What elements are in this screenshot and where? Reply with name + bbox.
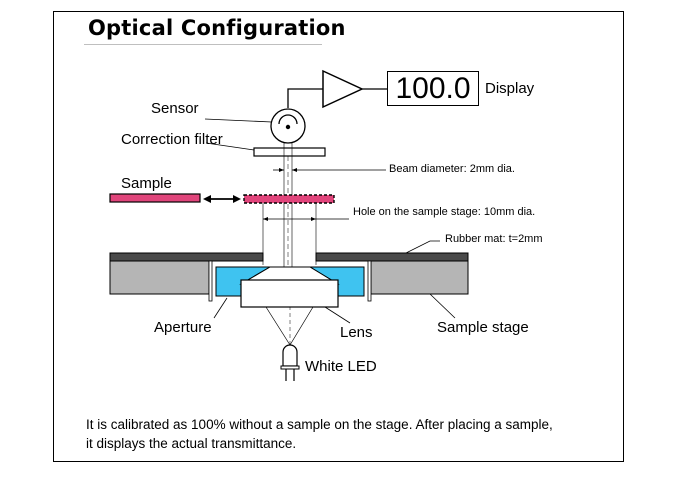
display-readout: 100.0 <box>387 71 479 106</box>
sensor-arc <box>278 114 298 125</box>
hole-label: Hole on the sample stage: 10mm dia. <box>353 206 536 218</box>
sensor-label: Sensor <box>151 100 199 117</box>
sample-stage-right <box>370 260 469 295</box>
sample-stage-label: Sample stage <box>437 319 529 336</box>
aperture-label: Aperture <box>154 319 212 336</box>
sample-label: Sample <box>121 175 172 192</box>
display-label: Display <box>485 80 535 97</box>
page-title: Optical Configuration <box>88 16 346 40</box>
rubber-mat-right <box>315 252 469 262</box>
stage-well-left <box>208 260 213 302</box>
correction-filter <box>253 147 326 157</box>
sample-stage-left <box>109 260 210 295</box>
rubber-mat-label: Rubber mat: t=2mm <box>445 233 543 245</box>
amplifier-icon <box>322 69 364 109</box>
beam-diameter-label: Beam diameter: 2mm dia. <box>389 163 515 175</box>
sample <box>109 193 201 203</box>
stage-well-right <box>367 260 372 302</box>
white-led-label: White LED <box>305 358 377 375</box>
caption-line-1: It is calibrated as 100% without a sampl… <box>86 417 553 432</box>
title-underline <box>84 44 322 45</box>
rubber-mat-left <box>109 252 264 262</box>
correction-filter-label: Correction filter <box>121 131 223 148</box>
lens-label: Lens <box>340 324 373 341</box>
caption: It is calibrated as 100% without a sampl… <box>86 415 606 453</box>
sample-in-position <box>243 194 335 204</box>
caption-line-2: it displays the actual transmittance. <box>86 436 297 451</box>
lens <box>240 279 339 308</box>
white-led-icon <box>280 344 300 381</box>
sensor-wire <box>287 88 323 108</box>
